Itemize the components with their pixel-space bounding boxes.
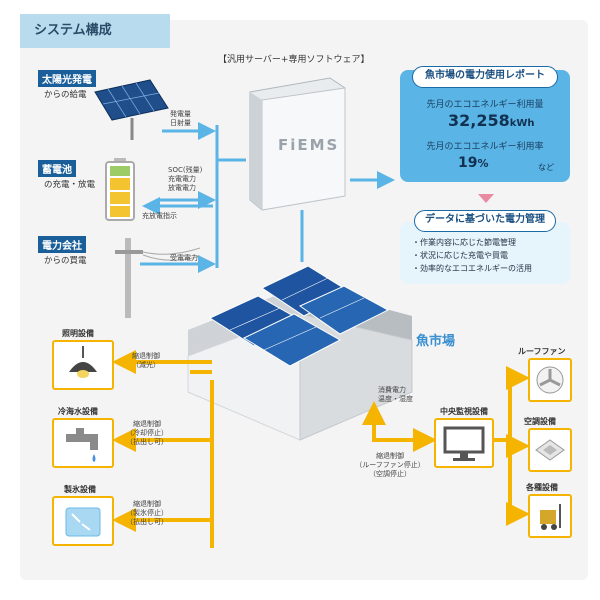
fan-icon [528,358,572,402]
rate-label: 先月のエコエネルギー利用率 [426,142,544,152]
cold-seawater-control-label: 縮退制御 （冷却停止） （払出し可） [126,420,168,446]
report-down-arrow [478,194,494,203]
facility-name: 製氷設備 [64,485,96,494]
battery-subtitle: の充電・放電 [44,180,96,190]
monitor-icon [434,418,494,468]
monitor-upward-label: 消費電力 温度・湿度 [378,386,413,403]
fish-market-building-icon [187,265,413,441]
monitor-control-label: 縮退制御 （ルーフファン停止） （空調停止） [355,452,425,478]
solar-title: 太陽光発電 [38,70,96,87]
page-title: システム構成 [20,14,170,48]
aircon-icon [528,428,572,472]
management-item: ・作業内容に応じた節電管理 [412,238,516,247]
grid-flow-label: 受電電力 [170,254,198,262]
solar-flow-label: 発電量 日射量 [170,110,191,127]
lamp-icon [52,340,114,390]
server-icon [249,77,346,211]
management-item: ・状況に応じた充電や買電 [412,251,508,260]
management-title: データに基づいた電力管理 [414,210,556,232]
rate-value: 19% [458,155,489,171]
server-caption: 【汎用サーバー+専用ソフトウェア】 [218,55,370,65]
solar-panel-icon [94,79,169,140]
grid-title: 電力会社 [38,236,86,253]
battery-command-label: 充放電指示 [142,212,177,220]
battery-title: 蓄電池 [38,160,76,177]
management-item: ・効率的なエコエネルギーの活用 [412,264,532,273]
ice-control-label: 縮退制御 （製氷停止） （払出し可） [126,500,168,526]
grid-subtitle: からの買電 [44,256,87,266]
facility-name: 照明設備 [62,329,94,338]
monitor-name: 中央監視設備 [440,407,488,416]
utility-pole-icon [115,238,201,318]
faucet-icon [52,418,114,468]
power-report-panel: 魚市場の電力使用レポート 先月のエコエネルギー利用量 32,258kWh 先月の… [400,66,570,182]
management-list: ・作業内容に応じた節電管理 ・状況に応じた充電や買電 ・効率的なエコエネルギーの… [412,236,532,275]
facility-name: 冷海水設備 [58,407,98,416]
forklift-icon [528,494,572,538]
solar-subtitle: からの給電 [44,90,87,100]
battery-flow-label: SOC(残量) 充電電力 放電電力 [168,166,203,192]
fish-market-label: 魚市場 [416,334,456,349]
facility-name: 空調設備 [524,417,556,426]
facility-name: ルーフファン [518,347,566,356]
usage-value: 32,258kWh [448,111,535,130]
power-management-panel: データに基づいた電力管理 ・作業内容に応じた節電管理 ・状況に応じた充電や買電 … [400,210,570,284]
ice-icon [52,496,114,546]
fiems-logo: FiEMS [278,136,340,154]
rate-suffix: など [538,163,554,172]
usage-label: 先月のエコエネルギー利用量 [426,100,544,110]
battery-icon [105,158,135,221]
report-title: 魚市場の電力使用レポート [412,66,558,88]
lighting-control-label: 縮退制御 （減光） [132,352,160,369]
facility-name: 各種設備 [526,483,558,492]
